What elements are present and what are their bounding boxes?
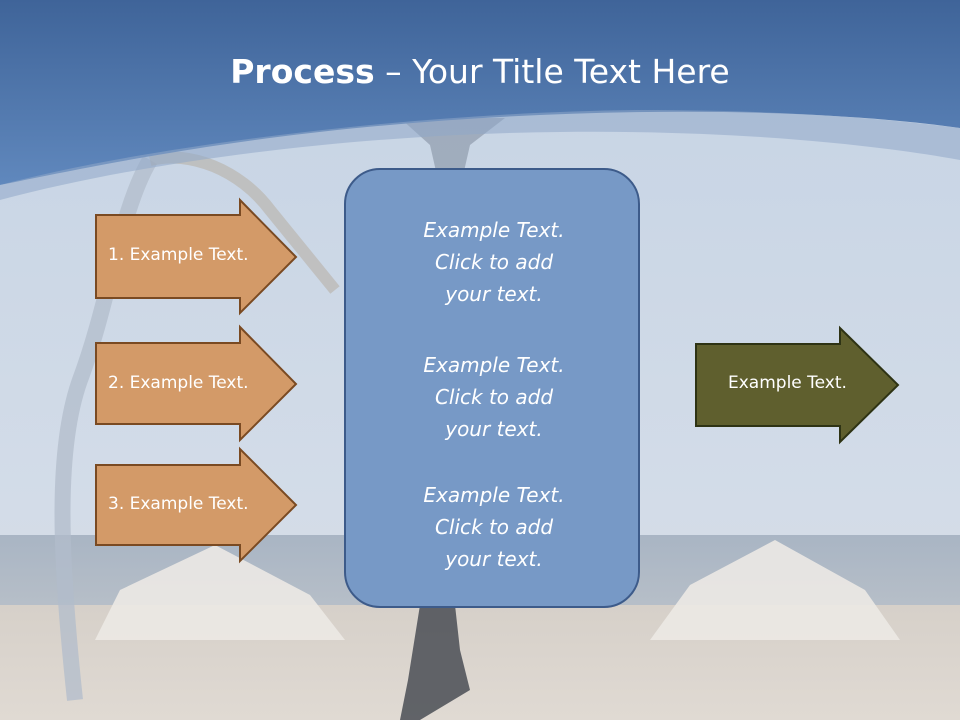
center-block-2-line1: Example Text. bbox=[423, 353, 565, 377]
center-block-3-line2: Click to add bbox=[434, 515, 554, 539]
center-block-3: Example Text. Click to add your text. bbox=[346, 479, 642, 575]
left-arrow-3 bbox=[95, 446, 298, 564]
header-swoosh bbox=[0, 110, 960, 200]
center-block-2-line3: your text. bbox=[445, 417, 543, 441]
center-block-2-line2: Click to add bbox=[434, 385, 554, 409]
center-block-1-line1: Example Text. bbox=[423, 218, 565, 242]
title-bold: Process bbox=[230, 52, 375, 91]
right-arrow bbox=[695, 325, 900, 445]
left-arrow-1-label[interactable]: 1. Example Text. bbox=[108, 245, 249, 265]
center-block-3-line3: your text. bbox=[445, 547, 543, 571]
center-block-2: Example Text. Click to add your text. bbox=[346, 349, 642, 445]
tent-right bbox=[650, 540, 900, 640]
header-band bbox=[0, 0, 960, 185]
title-rest: – Your Title Text Here bbox=[374, 52, 730, 91]
center-block-1-line3: your text. bbox=[445, 282, 543, 306]
left-arrow-2-label[interactable]: 2. Example Text. bbox=[108, 373, 249, 393]
slide-title: Process – Your Title Text Here bbox=[0, 52, 960, 91]
left-arrow-3-label[interactable]: 3. Example Text. bbox=[108, 494, 249, 514]
left-arrow-2 bbox=[95, 324, 298, 443]
center-block-1: Example Text. Click to add your text. bbox=[346, 214, 642, 310]
left-arrow-1 bbox=[95, 197, 298, 316]
center-text-box[interactable]: Example Text. Click to add your text. Ex… bbox=[344, 168, 640, 608]
center-block-1-line2: Click to add bbox=[434, 250, 554, 274]
tent-left bbox=[95, 545, 345, 640]
right-arrow-label[interactable]: Example Text. bbox=[728, 373, 847, 393]
center-block-3-line1: Example Text. bbox=[423, 483, 565, 507]
